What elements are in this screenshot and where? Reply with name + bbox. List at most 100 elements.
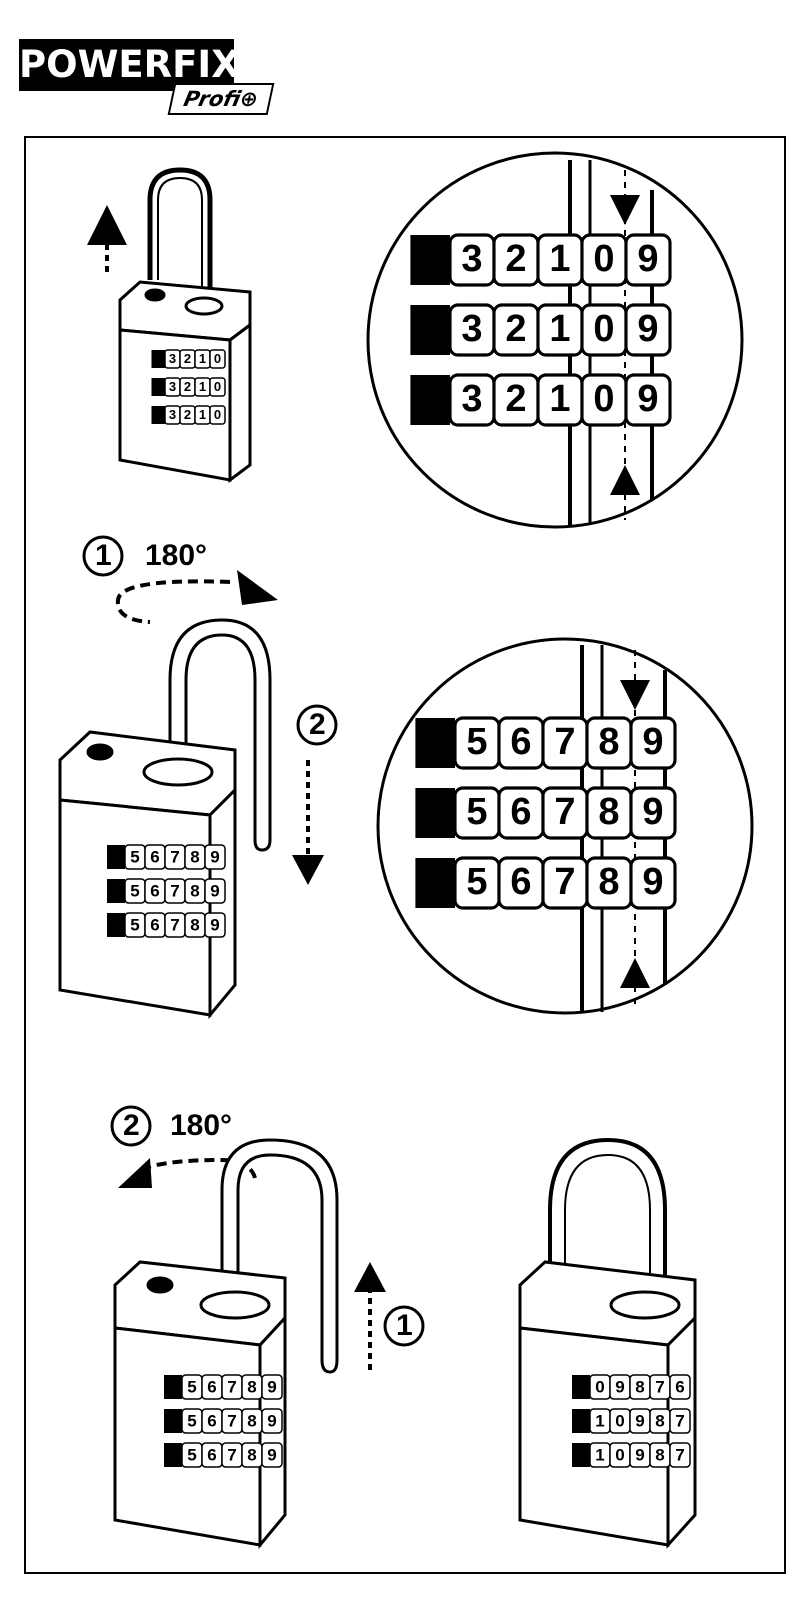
p3-right-dial-digit[interactable]: 9	[635, 1445, 644, 1464]
p3-right-dial-digit-cell	[669, 1374, 691, 1400]
p2-small-dial-digit[interactable]: 6	[150, 915, 159, 934]
p2-small-dial-digit[interactable]: 5	[130, 881, 139, 900]
p1-small-dial-digit[interactable]: 3	[169, 407, 176, 422]
step2-number: 2	[309, 708, 326, 741]
p1-zoom-dial-digit[interactable]: 0	[593, 378, 614, 420]
p3-left-dial-digit[interactable]: 5	[187, 1377, 196, 1396]
p3-right-dial-digit-cell	[669, 1408, 691, 1434]
p2-zoom-dial-digit[interactable]: 9	[642, 721, 663, 763]
p3-right-dial-digit[interactable]: 6	[675, 1377, 684, 1396]
p3-left-dial-digit[interactable]: 5	[187, 1411, 196, 1430]
p1-zoom-dial-digit-cell	[624, 233, 672, 287]
padlock-left-open	[113, 1138, 339, 1550]
p3-left-dial-digit-cell	[261, 1408, 283, 1434]
p3-left-dial-digit[interactable]: 8	[247, 1445, 256, 1464]
p1-zoom-dial-digit[interactable]: 1	[549, 238, 570, 280]
p1-zoom-dial-digit[interactable]: 2	[505, 238, 526, 280]
p3-right-dial-digit[interactable]: 9	[635, 1411, 644, 1430]
p1-small-dial-digit[interactable]: 3	[169, 351, 176, 366]
p3-right-dial-digit[interactable]: 8	[655, 1411, 664, 1430]
p3-right-dial-digit[interactable]: 7	[675, 1411, 684, 1430]
p2-zoom-dial-digit[interactable]: 9	[642, 791, 663, 833]
p2-zoom-dial-digit[interactable]: 9	[642, 861, 663, 903]
p2-small-dial-digit-cell	[204, 912, 226, 938]
p1-zoom-dial-digit[interactable]: 3	[461, 378, 482, 420]
p1-small-dial-digit[interactable]: 2	[184, 407, 191, 422]
p1-small-dial-digit[interactable]: 3	[169, 379, 176, 394]
p1-zoom-dial-digit[interactable]: 3	[461, 308, 482, 350]
p3-left-dial-digit[interactable]: 7	[227, 1411, 236, 1430]
p1-small-dial-digit[interactable]: 2	[184, 351, 191, 366]
p3-left-dial-digit[interactable]: 8	[247, 1411, 256, 1430]
p2-zoom-dial-digit[interactable]: 7	[554, 791, 575, 833]
p3-right-dial-digit[interactable]: 8	[635, 1377, 644, 1396]
p1-zoom-dial-digit[interactable]: 9	[637, 308, 658, 350]
p3-right-dial-band	[572, 1443, 590, 1467]
p3-left-dial-band	[164, 1375, 182, 1399]
p2-small-dial-digit[interactable]: 5	[130, 847, 139, 866]
p2-small-dial-digit[interactable]: 7	[170, 881, 179, 900]
p2-zoom-dial-digit[interactable]: 7	[554, 721, 575, 763]
p3-left-dial-digit[interactable]: 9	[267, 1411, 276, 1430]
p2-zoom-dial-digit[interactable]: 6	[510, 791, 531, 833]
p1-small-dial-digit[interactable]: 0	[214, 351, 221, 366]
p2-zoom-dial-digit[interactable]: 8	[598, 721, 619, 763]
p1-small-dial-digit[interactable]: 0	[214, 379, 221, 394]
p1-small-dial-digit[interactable]: 0	[214, 407, 221, 422]
down-arrowhead-icon	[610, 195, 640, 225]
p2-small-dial-digit[interactable]: 6	[150, 847, 159, 866]
p1-small-dial-digit[interactable]: 1	[199, 407, 206, 422]
p2-small-dial-digit[interactable]: 7	[170, 915, 179, 934]
p3-left-dial-digit[interactable]: 7	[227, 1377, 236, 1396]
p1-zoom-dial-digit[interactable]: 2	[505, 378, 526, 420]
p2-small-dial-digit[interactable]: 9	[210, 881, 219, 900]
p2-small-dial-digit[interactable]: 9	[210, 915, 219, 934]
p1-zoom-dial-digit[interactable]: 0	[593, 238, 614, 280]
p2-zoom-dial-digit[interactable]: 6	[510, 721, 531, 763]
step1-angle-label: 180°	[145, 539, 208, 572]
p2-small-dial-digit[interactable]: 8	[190, 915, 199, 934]
p2-small-dial-digit[interactable]: 8	[190, 881, 199, 900]
p3-left-dial-digit[interactable]: 7	[227, 1445, 236, 1464]
p3-right-dial-digit[interactable]: 1	[595, 1445, 604, 1464]
p3-right-dial-digit[interactable]: 7	[655, 1377, 664, 1396]
p2-zoom-dial-digit[interactable]: 7	[554, 861, 575, 903]
p1-zoom-dial-digit[interactable]: 1	[549, 308, 570, 350]
p2-zoom-dial-digit[interactable]: 5	[466, 861, 487, 903]
p1-zoom-dial-digit[interactable]: 3	[461, 238, 482, 280]
p2-zoom-dial-digit[interactable]: 6	[510, 861, 531, 903]
p3-right-dial-digit[interactable]: 1	[595, 1411, 604, 1430]
p1-zoom-dial-digit[interactable]: 9	[637, 378, 658, 420]
p3-right-dial-digit[interactable]: 8	[655, 1445, 664, 1464]
p3-right-dial-digit[interactable]: 0	[595, 1377, 604, 1396]
p3-right-dial-digit[interactable]: 7	[675, 1445, 684, 1464]
p3-right-dial-digit[interactable]: 0	[615, 1445, 624, 1464]
p3-left-dial-digit[interactable]: 6	[207, 1411, 216, 1430]
p3-left-dial-digit[interactable]: 6	[207, 1377, 216, 1396]
p1-zoom-dial-digit[interactable]: 9	[637, 238, 658, 280]
p2-zoom-dial-band	[415, 788, 455, 838]
p3-right-dial-digit[interactable]: 9	[615, 1377, 624, 1396]
p1-small-dial-digit[interactable]: 1	[199, 379, 206, 394]
p3-left-dial-digit[interactable]: 9	[267, 1445, 276, 1464]
p1-small-dial-digit[interactable]: 2	[184, 379, 191, 394]
p1-zoom-dial-digit[interactable]: 0	[593, 308, 614, 350]
p2-zoom-dial-digit[interactable]: 5	[466, 791, 487, 833]
p3-left-dial-digit[interactable]: 8	[247, 1377, 256, 1396]
p1-zoom-dial-digit[interactable]: 1	[549, 378, 570, 420]
p2-small-dial-digit[interactable]: 7	[170, 847, 179, 866]
p3-right-dial-digit[interactable]: 0	[615, 1411, 624, 1430]
p2-small-dial-digit[interactable]: 8	[190, 847, 199, 866]
p3-left-dial-digit[interactable]: 6	[207, 1445, 216, 1464]
p2-small-dial-digit[interactable]: 9	[210, 847, 219, 866]
p2-zoom-dial-digit[interactable]: 8	[598, 861, 619, 903]
p3-left-dial-digit[interactable]: 5	[187, 1445, 196, 1464]
p2-small-dial-digit[interactable]: 5	[130, 915, 139, 934]
p1-small-dial-digit[interactable]: 1	[199, 351, 206, 366]
p3-left-dial-digit[interactable]: 9	[267, 1377, 276, 1396]
p1-zoom-dial-digit[interactable]: 2	[505, 308, 526, 350]
p2-small-dial-digit[interactable]: 6	[150, 881, 159, 900]
p2-zoom-dial-digit[interactable]: 5	[466, 721, 487, 763]
p2-zoom-dial-digit[interactable]: 8	[598, 791, 619, 833]
